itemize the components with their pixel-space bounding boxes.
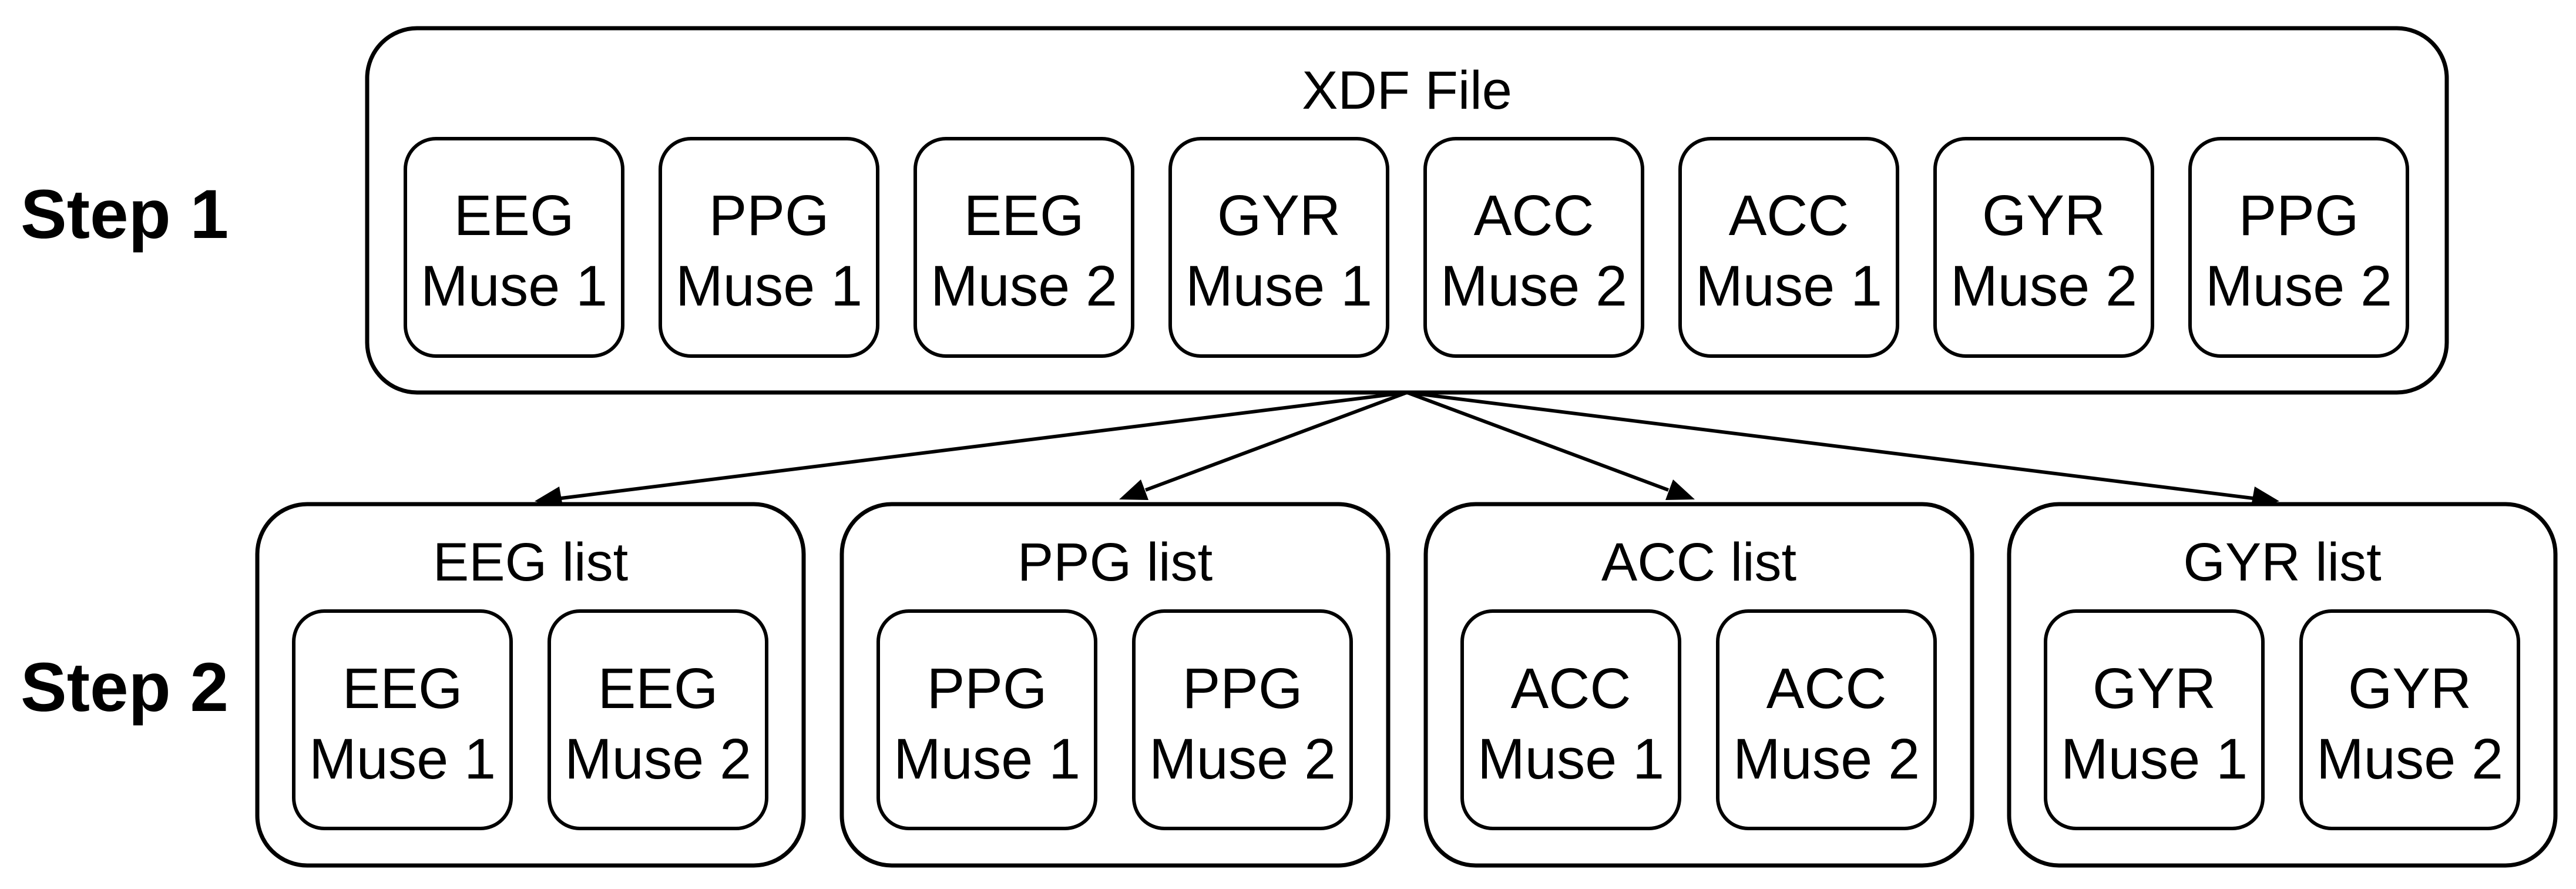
stream-type: PPG xyxy=(709,183,829,247)
list-title: GYR list xyxy=(2183,532,2381,592)
item-device: Muse 2 xyxy=(1733,727,1920,791)
item-type: PPG xyxy=(927,656,1047,720)
list-title: PPG list xyxy=(1017,532,1213,592)
list-title: EEG list xyxy=(433,532,628,592)
item-type: EEG xyxy=(342,656,463,720)
stream-type: EEG xyxy=(454,183,575,247)
stream-box-border xyxy=(913,137,1134,358)
list-item-border xyxy=(292,609,513,830)
stream-device: Muse 2 xyxy=(931,254,1117,318)
list-item: ACC Muse 2 xyxy=(1716,609,1937,830)
list-item: EEG Muse 1 xyxy=(292,609,513,830)
item-device: Muse 1 xyxy=(2061,727,2248,791)
stream-type: PPG xyxy=(2239,183,2359,247)
item-type: GYR xyxy=(2348,656,2471,720)
item-type: GYR xyxy=(2093,656,2216,720)
list-item-border xyxy=(548,609,768,830)
item-type: ACC xyxy=(1766,656,1887,720)
stream-type: GYR xyxy=(1982,183,2105,247)
stream-box-border xyxy=(1933,137,2154,358)
stream-box: PPG Muse 1 xyxy=(659,137,879,358)
stream-box-border xyxy=(404,137,624,358)
stream-device: Muse 1 xyxy=(1185,254,1372,318)
stream-box: GYR Muse 1 xyxy=(1168,137,1389,358)
stream-type: ACC xyxy=(1729,183,1849,247)
stream-device: Muse 1 xyxy=(421,254,607,318)
item-type: ACC xyxy=(1511,656,1631,720)
list-item: ACC Muse 1 xyxy=(1460,609,1681,830)
step-2-label: Step 2 xyxy=(21,649,229,726)
stream-device: Muse 2 xyxy=(1440,254,1627,318)
item-device: Muse 2 xyxy=(565,727,751,791)
stream-box-border xyxy=(659,137,879,358)
list-item: PPG Muse 2 xyxy=(1132,609,1353,830)
stream-type: GYR xyxy=(1217,183,1341,247)
stream-box: EEG Muse 1 xyxy=(404,137,624,358)
arrow-to-gyr-list xyxy=(1406,391,2279,509)
stream-device: Muse 2 xyxy=(2205,254,2392,318)
list-title: ACC list xyxy=(1601,532,1796,592)
stream-type: ACC xyxy=(1474,183,1594,247)
arrow-to-eeg-list xyxy=(535,391,1408,509)
item-device: Muse 2 xyxy=(1149,727,1336,791)
stream-box-border xyxy=(1168,137,1389,358)
item-device: Muse 1 xyxy=(309,727,496,791)
stream-device: Muse 1 xyxy=(1695,254,1882,318)
stream-box-border xyxy=(2188,137,2409,358)
list-item: GYR Muse 2 xyxy=(2299,609,2520,830)
list-item-border xyxy=(876,609,1097,830)
arrow-to-acc-list xyxy=(1406,391,1695,500)
item-type: PPG xyxy=(1183,656,1303,720)
arrow-to-ppg-list xyxy=(1119,391,1408,500)
split-arrows xyxy=(535,391,2279,509)
stream-type: EEG xyxy=(964,183,1084,247)
list-item-border xyxy=(1460,609,1681,830)
stream-box: PPG Muse 2 xyxy=(2188,137,2409,358)
list-item: PPG Muse 1 xyxy=(876,609,1097,830)
list-item-border xyxy=(2044,609,2265,830)
item-device: Muse 1 xyxy=(1477,727,1664,791)
list-item: EEG Muse 2 xyxy=(548,609,768,830)
acc-list-box: ACC list ACC Muse 1 ACC Muse 2 xyxy=(1423,502,1974,868)
ppg-list-box: PPG list PPG Muse 1 PPG Muse 2 xyxy=(839,502,1391,868)
stream-box: ACC Muse 2 xyxy=(1423,137,1644,358)
list-item: GYR Muse 1 xyxy=(2044,609,2265,830)
item-device: Muse 2 xyxy=(2316,727,2503,791)
item-type: EEG xyxy=(598,656,718,720)
item-device: Muse 1 xyxy=(894,727,1080,791)
stream-box: EEG Muse 2 xyxy=(913,137,1134,358)
xdf-file-box: XDF File EEG Muse 1 PPG Muse 1 EEG Muse … xyxy=(365,26,2449,395)
stream-device: Muse 1 xyxy=(676,254,862,318)
stream-box-border xyxy=(1678,137,1899,358)
eeg-list-box: EEG list EEG Muse 1 EEG Muse 2 xyxy=(255,502,806,868)
list-item-border xyxy=(2299,609,2520,830)
list-item-border xyxy=(1716,609,1937,830)
stream-box: ACC Muse 1 xyxy=(1678,137,1899,358)
gyr-list-box: GYR list GYR Muse 1 GYR Muse 2 xyxy=(2007,502,2558,868)
xdf-file-title: XDF File xyxy=(1302,61,1512,120)
list-item-border xyxy=(1132,609,1353,830)
stream-device: Muse 2 xyxy=(1950,254,2137,318)
stream-box-border xyxy=(1423,137,1644,358)
step-1-label: Step 1 xyxy=(21,176,229,253)
stream-box: GYR Muse 2 xyxy=(1933,137,2154,358)
